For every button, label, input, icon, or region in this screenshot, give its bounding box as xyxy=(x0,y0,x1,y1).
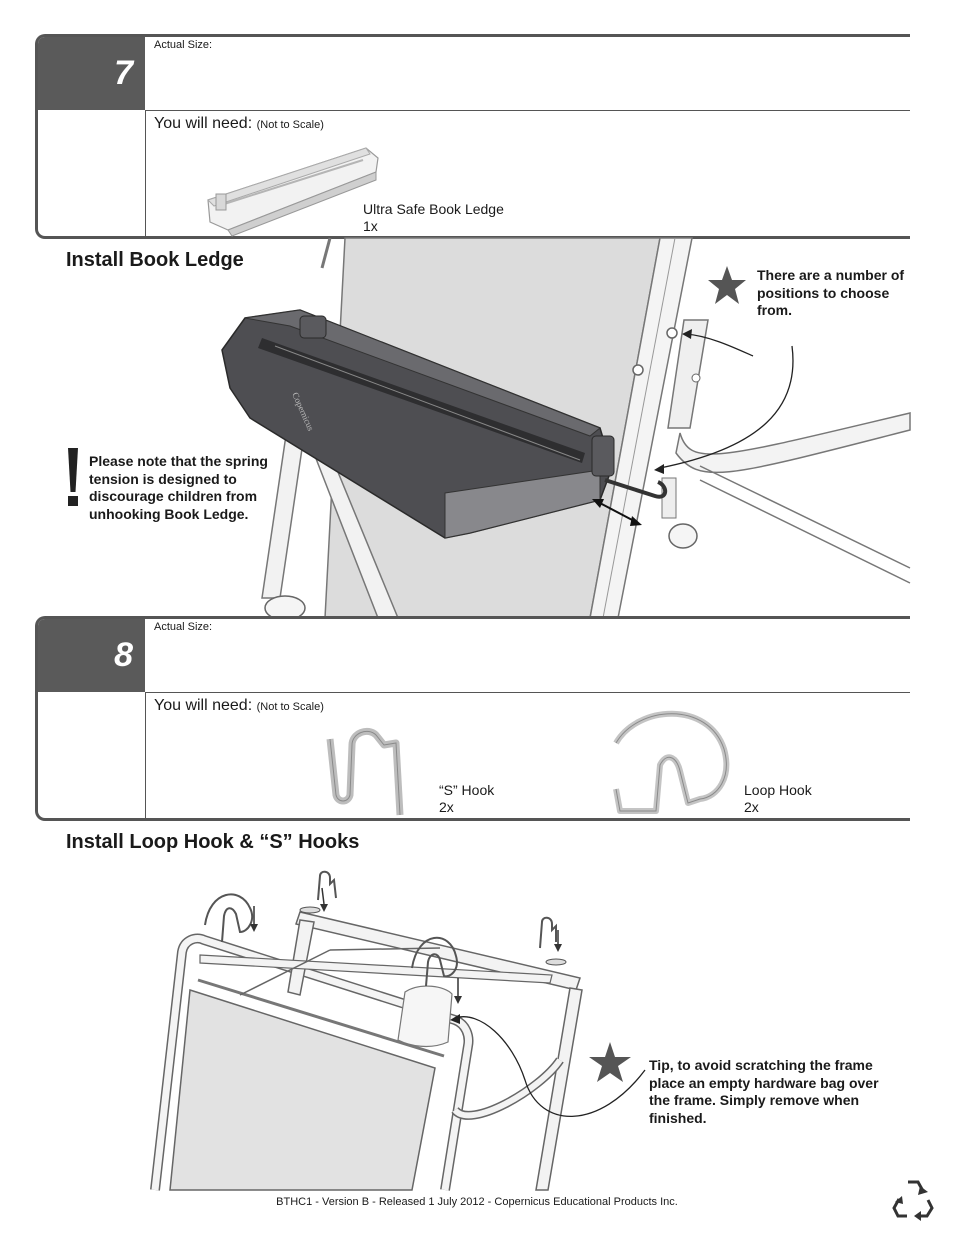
step-number: 8 xyxy=(38,619,145,692)
part-name: Ultra Safe Book Ledge xyxy=(363,201,504,217)
part-name: Loop Hook xyxy=(744,782,812,798)
divider xyxy=(145,692,910,693)
you-will-need-label: You will need: (Not to Scale) xyxy=(154,697,324,715)
recycle-icon xyxy=(892,1180,934,1221)
you-will-need-label: You will need: (Not to Scale) xyxy=(154,115,324,133)
actual-size-label: Actual Size: xyxy=(154,39,213,51)
star-note: There are a number of positions to choos… xyxy=(757,267,905,318)
star-icon xyxy=(708,266,746,304)
divider xyxy=(145,692,146,818)
you-will-need-text: You will need: xyxy=(154,115,253,132)
warning-note: Please note that the spring tension is d… xyxy=(89,453,268,522)
part-name: “S” Hook xyxy=(439,782,495,798)
step-number: 7 xyxy=(38,37,145,110)
book-ledge-install-illustration: Copernicus xyxy=(221,237,911,621)
part-label-loop-hook: Loop Hook 2x xyxy=(744,782,812,816)
you-will-need-text: You will need: xyxy=(154,697,253,714)
section-title-hooks: Install Loop Hook & “S” Hooks xyxy=(66,831,360,853)
exclamation-icon xyxy=(62,448,84,508)
step-8-box: 8 Actual Size: You will need: (Not to Sc… xyxy=(35,616,910,821)
footer-text: BTHC1 - Version B - Released 1 July 2012… xyxy=(276,1196,678,1208)
not-to-scale-note: (Not to Scale) xyxy=(256,119,324,131)
actual-size-label: Actual Size: xyxy=(154,621,213,633)
part-label-book-ledge: Ultra Safe Book Ledge 1x xyxy=(363,201,504,235)
s-hook-part-image xyxy=(326,727,404,816)
part-quantity: 2x xyxy=(744,799,759,815)
part-quantity: 2x xyxy=(439,799,454,815)
book-ledge-part-image xyxy=(207,147,379,237)
hooks-install-illustration xyxy=(150,870,646,1191)
not-to-scale-note: (Not to Scale) xyxy=(256,701,324,713)
loop-hook-part-image xyxy=(613,710,730,814)
divider xyxy=(145,110,910,111)
step-7-box: 7 Actual Size: You will need: (Not to Sc… xyxy=(35,34,910,239)
divider xyxy=(145,110,146,236)
part-label-s-hook: “S” Hook 2x xyxy=(439,782,494,816)
star-icon xyxy=(589,1042,631,1082)
part-quantity: 1x xyxy=(363,218,378,234)
section-title-book-ledge: Install Book Ledge xyxy=(66,249,244,271)
tip-note: Tip, to avoid scratching the frame place… xyxy=(649,1057,879,1126)
